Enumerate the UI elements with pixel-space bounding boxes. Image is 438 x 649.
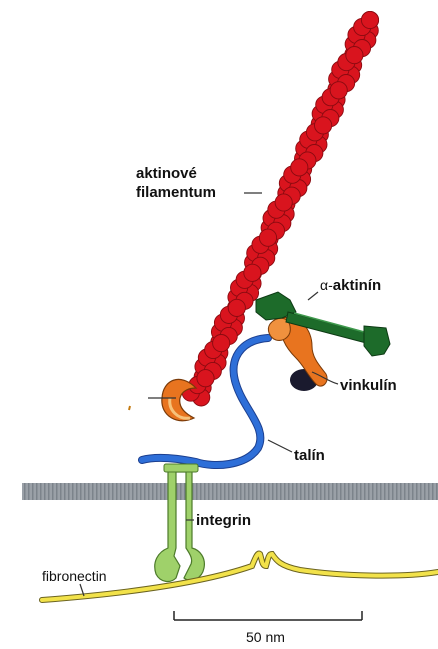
alpha-actinin-name: aktinín	[333, 277, 381, 294]
actin-subunit	[291, 159, 308, 176]
alpha-actinin-label: α-aktinín	[320, 277, 381, 294]
actin-subunit	[228, 299, 245, 316]
vinculin-label: vinkulín	[340, 377, 397, 394]
scale-bar-label: 50 nm	[246, 629, 285, 645]
tick-mark	[129, 406, 130, 410]
actin-subunit	[259, 229, 276, 246]
actin-subunit	[330, 82, 347, 99]
talin-label: talín	[294, 447, 325, 464]
actin-subunit	[346, 47, 363, 64]
actin-label-line2: filamentum	[136, 184, 216, 201]
actin-subunit	[213, 335, 230, 352]
alpha-symbol: α-	[320, 277, 333, 293]
integrin-label: integrin	[196, 512, 251, 529]
scale-bar	[174, 611, 362, 620]
cell-membrane	[22, 483, 438, 500]
actin-label-line1: aktinové	[136, 165, 197, 182]
actin-subunit	[275, 194, 292, 211]
actin-subunit	[315, 117, 332, 134]
fibronectin-label: fibronectin	[42, 568, 107, 584]
actin-subunit	[197, 370, 214, 387]
alpha-actinin-pointer	[308, 292, 318, 300]
actin-subunit	[361, 11, 378, 28]
talin-pointer	[268, 440, 292, 452]
actin-subunit	[244, 264, 261, 281]
actin-filament	[182, 11, 378, 406]
